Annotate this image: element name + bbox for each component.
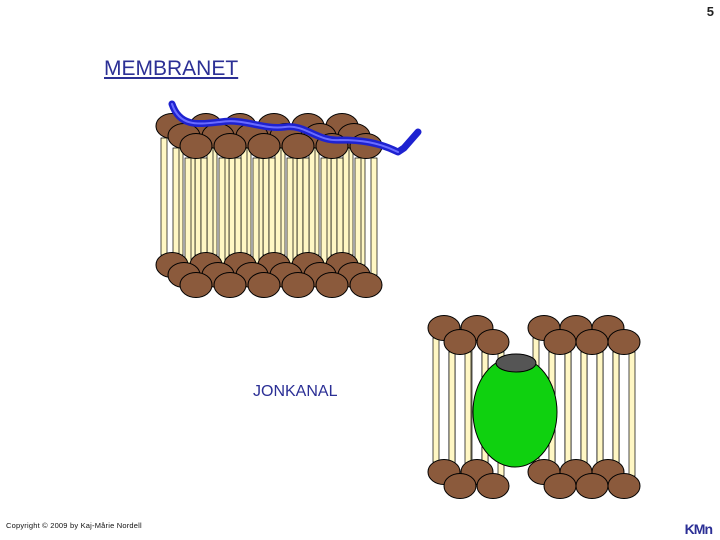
lipid-tail bbox=[628, 351, 636, 477]
lipid-head bbox=[247, 133, 281, 159]
lipid-head bbox=[543, 473, 577, 499]
lipid-tail bbox=[464, 351, 472, 477]
lipid-tail bbox=[612, 351, 620, 477]
lipid-tail bbox=[370, 157, 378, 276]
ion-channel-label: JONKANAL bbox=[253, 383, 338, 400]
lipid-tail bbox=[580, 351, 588, 477]
lipid-head bbox=[213, 133, 247, 159]
lipid-head bbox=[315, 272, 349, 298]
lipid-head bbox=[575, 329, 609, 355]
lipid-tail bbox=[320, 157, 328, 276]
slide-title: MEMBRANET bbox=[104, 57, 239, 80]
lipid-tail bbox=[206, 147, 214, 266]
lipid-head bbox=[443, 329, 477, 355]
lipid-tail bbox=[240, 147, 248, 266]
ion-channel-membrane bbox=[427, 315, 641, 499]
lipid-head bbox=[179, 133, 213, 159]
lipid-head bbox=[349, 272, 383, 298]
lipid-head bbox=[281, 272, 315, 298]
lipid-head bbox=[476, 473, 510, 499]
lipid-tail bbox=[342, 147, 350, 266]
lipid-tail bbox=[218, 157, 226, 276]
lipid-head bbox=[213, 272, 247, 298]
lipid-head bbox=[575, 473, 609, 499]
lipid-tail bbox=[172, 147, 180, 266]
lipid-head bbox=[281, 133, 315, 159]
lipid-tail bbox=[274, 147, 282, 266]
lipid-tail bbox=[596, 351, 604, 477]
lipid-bilayer-block bbox=[155, 113, 383, 298]
copyright-notice: Copyright © 2009 by Kaj-Mårie Nordell bbox=[6, 521, 142, 530]
channel-protein bbox=[472, 356, 558, 468]
lipid-head bbox=[443, 473, 477, 499]
lipid-tail bbox=[354, 157, 362, 276]
lipid-head bbox=[607, 329, 641, 355]
lipid-tail bbox=[432, 337, 440, 463]
lipid-head bbox=[476, 329, 510, 355]
lipid-tail bbox=[286, 157, 294, 276]
channel-pore-cap bbox=[495, 353, 537, 373]
lipid-tail bbox=[252, 157, 260, 276]
lipid-tail bbox=[184, 157, 192, 276]
lipid-head bbox=[607, 473, 641, 499]
lipid-head bbox=[543, 329, 577, 355]
lipid-tail bbox=[160, 137, 168, 256]
author-logo: KMn bbox=[684, 521, 713, 537]
page-number: 5 bbox=[706, 4, 714, 19]
lipid-tail bbox=[308, 147, 316, 266]
lipid-tail bbox=[448, 351, 456, 477]
lipid-tail bbox=[564, 351, 572, 477]
lipid-head bbox=[247, 272, 281, 298]
molecule-chain-highlight bbox=[171, 103, 399, 153]
lipid-head bbox=[179, 272, 213, 298]
